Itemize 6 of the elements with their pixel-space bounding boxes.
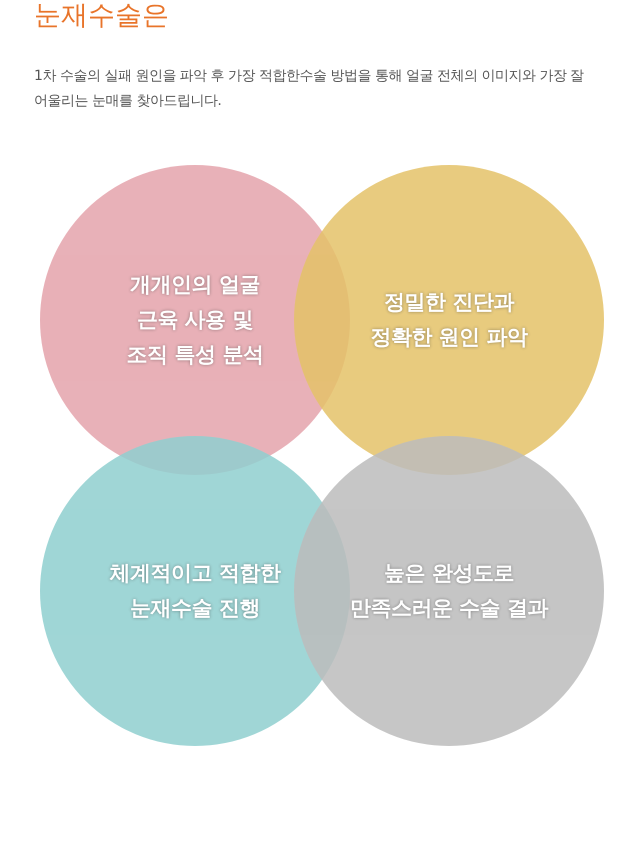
circle-label: 체계적이고 적합한 눈재수술 진행 xyxy=(108,560,282,622)
circle-label: 정밀한 진단과 정확한 원인 파악 xyxy=(369,289,529,351)
page-title: 눈재수술은 xyxy=(34,0,169,33)
circle-label: 높은 완성도로 만족스러운 수술 결과 xyxy=(348,560,550,622)
circle-label: 개개인의 얼굴 근육 사용 및 조직 특성 분석 xyxy=(126,272,264,368)
description-text: 1차 수술의 실패 원인을 파악 후 가장 적합한수술 방법을 통해 얼굴 전체의 이미지와 가장 잘 어울리는 눈매를 찾아드립니다. xyxy=(34,67,585,111)
